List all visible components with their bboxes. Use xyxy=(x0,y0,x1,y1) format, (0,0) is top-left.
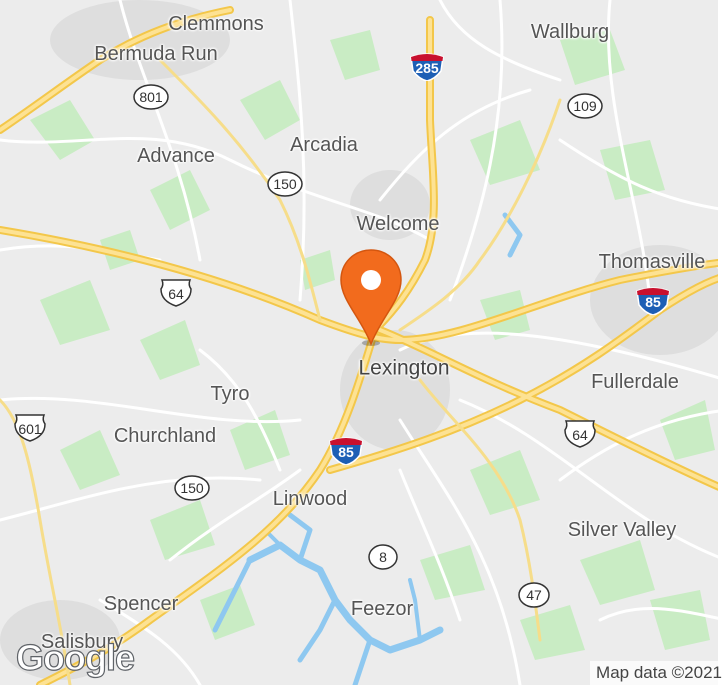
us-601-shield: 601 xyxy=(11,412,49,442)
place-wallburg: Wallburg xyxy=(530,21,610,43)
place-fullerdale: Fullerdale xyxy=(591,371,679,393)
place-tyro: Tyro xyxy=(210,383,250,405)
state-shield-icon xyxy=(133,84,169,110)
place-silver-valley: Silver Valley xyxy=(567,519,677,541)
place-welcome: Welcome xyxy=(356,213,440,235)
map-pin-icon xyxy=(340,249,402,347)
state-47-shield: 47 xyxy=(515,580,553,610)
place-lexington: Lexington xyxy=(358,356,450,380)
state-8-shield: 8 xyxy=(364,542,402,572)
interstate-85-east-shield: 85 xyxy=(634,285,672,316)
us-shield-icon xyxy=(14,414,46,442)
place-arcadia: Arcadia xyxy=(290,134,358,156)
place-advance: Advance xyxy=(137,145,215,167)
map-attribution[interactable]: Map data ©2021 xyxy=(590,661,726,685)
interstate-285-shield: 285 xyxy=(408,51,446,82)
state-801-shield: 801 xyxy=(132,82,170,112)
us-64-west-shield: 64 xyxy=(157,277,195,307)
lake xyxy=(212,212,523,685)
place-thomasville: Thomasville xyxy=(598,251,706,273)
place-feezor: Feezor xyxy=(350,598,414,620)
highway-fill xyxy=(0,8,726,685)
state-shield-icon xyxy=(368,544,398,570)
us-shield-icon xyxy=(564,420,596,448)
state-shield-icon xyxy=(567,93,603,119)
place-linwood: Linwood xyxy=(272,488,348,510)
state-shield-icon xyxy=(518,582,550,608)
interstate-85-south-shield: 85 xyxy=(327,435,365,466)
state-shield-icon xyxy=(174,475,210,501)
interstate-shield-icon xyxy=(410,53,444,82)
us-64-east-shield: 64 xyxy=(561,418,599,448)
place-churchland: Churchland xyxy=(113,425,217,447)
place-bermuda-run: Bermuda Run xyxy=(94,43,218,65)
google-logo: Google xyxy=(15,637,135,678)
interstate-shield-icon xyxy=(329,437,363,466)
interstate-shield-icon xyxy=(636,287,670,316)
place-clemmons: Clemmons xyxy=(168,13,264,35)
state-109-shield: 109 xyxy=(566,91,604,121)
map-edge xyxy=(718,0,726,685)
state-150-south-shield: 150 xyxy=(173,473,211,503)
forest-areas xyxy=(30,30,715,660)
us-shield-icon xyxy=(160,279,192,307)
state-shield-icon xyxy=(267,171,303,197)
place-salisbury: Salisbury xyxy=(40,631,124,653)
place-spencer: Spencer xyxy=(103,593,179,615)
location-marker[interactable] xyxy=(339,248,403,348)
state-150-north-shield: 150 xyxy=(266,169,304,199)
